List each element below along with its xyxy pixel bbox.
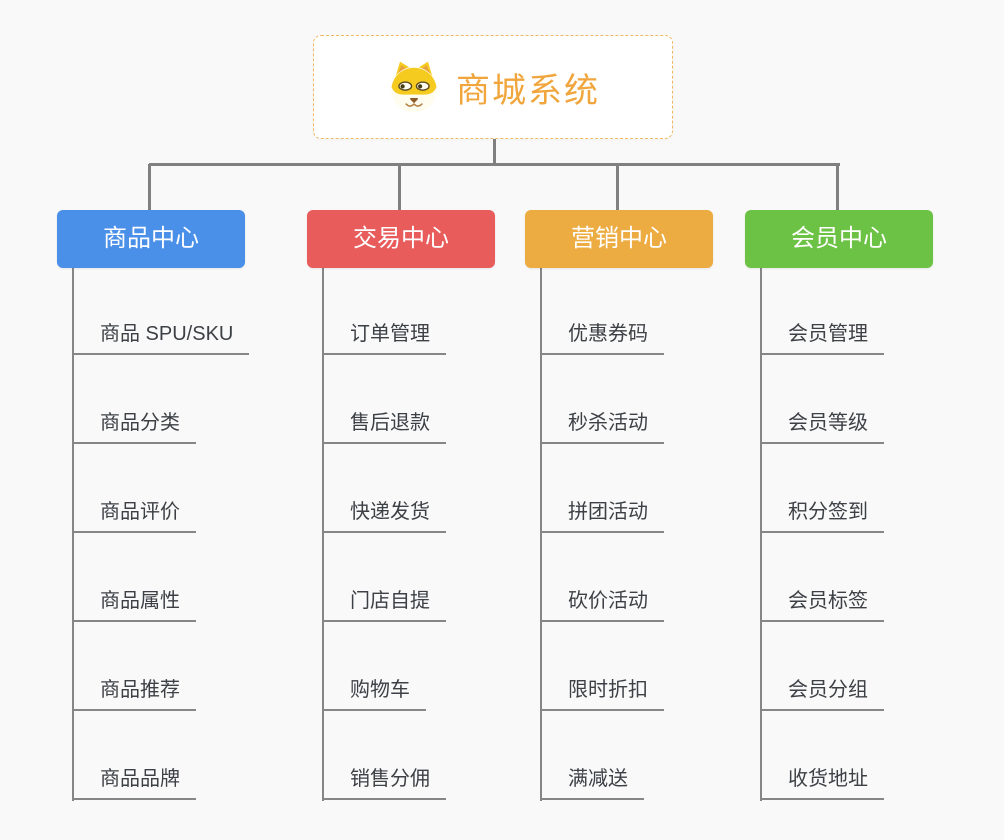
leaf-node[interactable]: 订单管理	[322, 321, 446, 355]
leaf-node[interactable]: 收货地址	[760, 766, 884, 800]
leaf-node[interactable]: 会员管理	[760, 321, 884, 355]
leaf-node[interactable]: 拼团活动	[540, 499, 664, 533]
leaf-node[interactable]: 商品品牌	[72, 766, 196, 800]
connector-drop	[398, 164, 401, 210]
connector-trunk	[760, 268, 762, 801]
dog-face-icon	[391, 61, 437, 113]
leaf-node[interactable]: 快递发货	[322, 499, 446, 533]
leaf-node[interactable]: 门店自提	[322, 588, 446, 622]
leaf-node[interactable]: 商品属性	[72, 588, 196, 622]
leaf-node[interactable]: 会员标签	[760, 588, 884, 622]
connector-drop	[148, 164, 151, 210]
connector-root-stub	[493, 139, 496, 165]
leaf-node[interactable]: 满减送	[540, 766, 644, 800]
connector-bus	[149, 163, 840, 166]
branch-node-goods-center[interactable]: 商品中心	[57, 210, 245, 268]
root-node[interactable]: 商城系统	[313, 35, 673, 139]
branch-node-member-center[interactable]: 会员中心	[745, 210, 933, 268]
connector-drop	[836, 164, 839, 210]
leaf-node[interactable]: 商品评价	[72, 499, 196, 533]
branch-node-trade-center[interactable]: 交易中心	[307, 210, 495, 268]
connector-drop	[616, 164, 619, 210]
leaf-node[interactable]: 商品分类	[72, 410, 196, 444]
leaf-node[interactable]: 商品 SPU/SKU	[72, 321, 250, 355]
leaf-node[interactable]: 积分签到	[760, 499, 884, 533]
leaf-node[interactable]: 会员等级	[760, 410, 884, 444]
leaf-node[interactable]: 购物车	[322, 677, 426, 711]
leaf-node[interactable]: 销售分佣	[322, 766, 446, 800]
connector-trunk	[72, 268, 74, 801]
root-title: 商城系统	[456, 71, 600, 110]
leaf-node[interactable]: 售后退款	[322, 410, 446, 444]
leaf-node[interactable]: 秒杀活动	[540, 410, 664, 444]
leaf-node[interactable]: 会员分组	[760, 677, 884, 711]
connector-trunk	[540, 268, 542, 801]
connector-trunk	[322, 268, 324, 801]
leaf-node[interactable]: 限时折扣	[540, 677, 664, 711]
leaf-node[interactable]: 砍价活动	[540, 588, 664, 622]
branch-node-marketing-center[interactable]: 营销中心	[525, 210, 713, 268]
leaf-node[interactable]: 优惠券码	[540, 321, 664, 355]
leaf-node[interactable]: 商品推荐	[72, 677, 196, 711]
